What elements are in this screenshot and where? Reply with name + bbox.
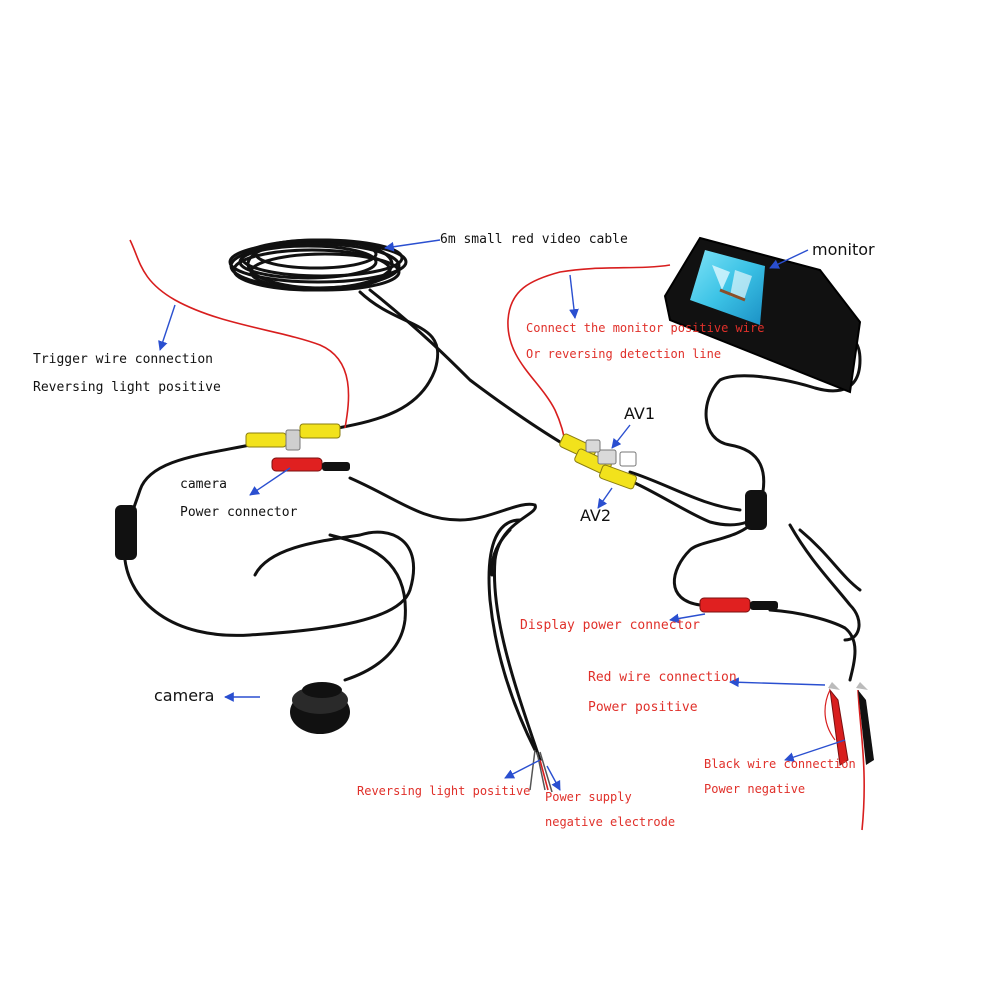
label-power-positive: Power positive <box>588 700 698 715</box>
label-reversing-light-positive-bottom: Reversing light positive <box>357 784 531 798</box>
red-wires <box>129 239 865 831</box>
label-negative-electrode: negative electrode <box>545 815 676 829</box>
label-av1: AV1 <box>624 404 656 423</box>
alligator-clips <box>824 682 874 766</box>
label-power-negative: Power negative <box>704 782 806 796</box>
label-display-power-connector: Display power connector <box>520 618 701 633</box>
camera-device <box>290 682 350 734</box>
label-reversing-detection-line: Or reversing detection line <box>526 347 722 361</box>
annotation-arrows <box>158 239 846 791</box>
monitor-device <box>663 236 862 394</box>
label-red-wire-connection: Red wire connection <box>588 670 737 685</box>
camera-cable <box>328 533 407 682</box>
label-camera-connector: camera <box>180 477 227 492</box>
rca-connector-camera-left <box>245 423 341 451</box>
camera-power-connector-shape <box>271 457 350 472</box>
label-black-wire-connection: Black wire connection <box>704 757 856 771</box>
bare-wire-ends <box>529 749 553 793</box>
label-av2: AV2 <box>580 506 612 525</box>
rca-connectors-av <box>559 433 637 490</box>
cable-junction-left <box>115 505 137 560</box>
label-trigger-wire: Trigger wire connection <box>33 352 214 367</box>
label-power-supply: Power supply <box>545 790 632 804</box>
label-monitor: monitor <box>812 240 875 259</box>
label-video-cable: 6m small red video cable <box>440 232 628 247</box>
display-power-connector-shape <box>699 597 778 613</box>
label-power-connector: Power connector <box>180 505 298 520</box>
cable-junction-right <box>745 490 767 530</box>
video-cables <box>122 288 862 762</box>
video-cable-coil <box>228 238 408 292</box>
label-camera: camera <box>154 686 215 705</box>
label-monitor-positive-wire: Connect the monitor positive wire <box>526 321 765 335</box>
label-reversing-light-positive: Reversing light positive <box>33 380 221 395</box>
